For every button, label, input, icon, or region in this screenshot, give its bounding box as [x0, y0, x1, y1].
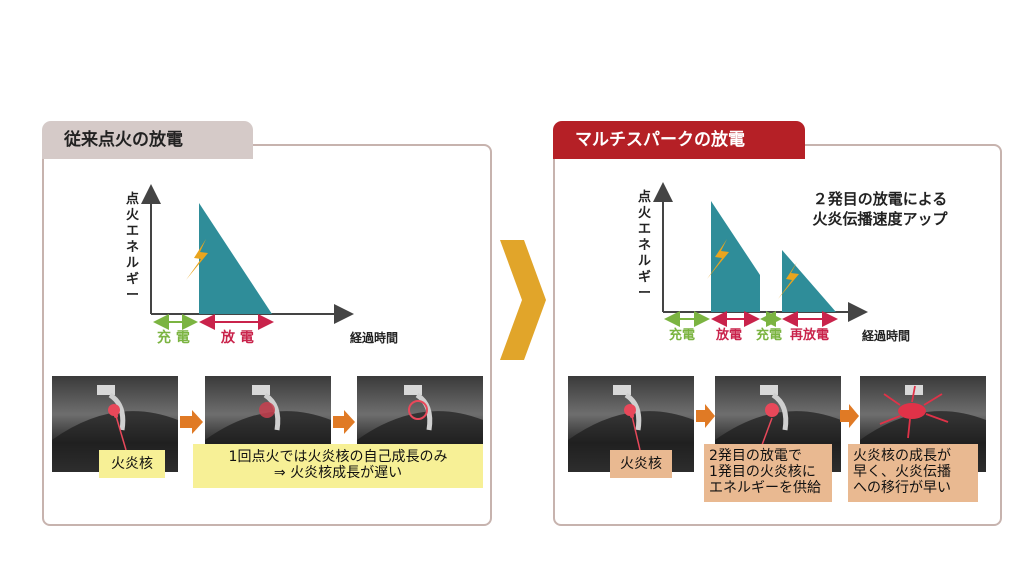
- left-panel-title: 従来点火の放電: [42, 121, 253, 159]
- right-end-caption-line3: への移行が早い: [853, 480, 951, 496]
- right-end-caption-line1: 火炎核の成長が: [853, 448, 951, 464]
- right-flame-core-pointer: [631, 415, 641, 451]
- right-mid-caption-line3: エネルギーを供給: [709, 480, 821, 496]
- big-transition-arrow: [500, 240, 546, 360]
- right-charge-label-1: 充電: [669, 328, 696, 343]
- right-note-line1: ２発目の放電による: [812, 190, 948, 208]
- right-discharge-triangle: [711, 201, 760, 312]
- right-flame-core-label: 火炎核: [610, 450, 672, 478]
- left-step-arrow-2: [333, 410, 355, 434]
- right-step-arrow-1: [696, 404, 715, 428]
- left-y-axis-label: 点火エネルギー: [126, 192, 140, 303]
- right-mid-caption-line2: 1発目の火炎核に: [709, 464, 816, 480]
- left-caption: 1回点火では火炎核の自己成長のみ ⇒ 火炎核成長が遅い: [193, 444, 483, 488]
- right-end-caption: 火炎核の成長が 早く、火炎伝播 への移行が早い: [848, 444, 978, 502]
- right-note-line2: 火炎伝播速度アップ: [812, 210, 948, 228]
- left-step-arrow-1: [180, 410, 203, 434]
- right-x-axis-label: 経過時間: [862, 329, 911, 343]
- left-energy-chart: [141, 184, 354, 330]
- left-discharge-triangle: [199, 203, 272, 314]
- left-discharge-label: 放 電: [221, 330, 254, 346]
- left-x-axis-label: 経過時間: [350, 331, 399, 345]
- left-flame-core-pointer: [115, 415, 127, 451]
- right-y-axis-label: 点火エネルギー: [638, 190, 652, 301]
- right-end-caption-line2: 早く、火炎伝播: [853, 464, 951, 480]
- right-charge-label-2: 充電: [756, 328, 783, 343]
- right-mid-caption-line1: 2発目の放電で: [709, 448, 802, 464]
- right-step-arrow-2: [840, 404, 859, 428]
- left-caption-line2: ⇒ 火炎核成長が遅い: [273, 465, 403, 481]
- right-mid-pointer: [761, 417, 773, 446]
- right-note: ２発目の放電による 火炎伝播速度アップ: [780, 189, 980, 229]
- right-redischarge-label: 再放電: [790, 328, 830, 343]
- right-redischarge-triangle: [782, 250, 836, 312]
- right-panel-title: マルチスパークの放電: [553, 121, 805, 159]
- right-energy-chart: [653, 182, 868, 327]
- left-flame-core-label: 火炎核: [99, 450, 165, 478]
- left-charge-label: 充 電: [157, 330, 190, 346]
- right-mid-caption: 2発目の放電で 1発目の火炎核に エネルギーを供給: [704, 444, 832, 502]
- left-caption-line1: 1回点火では火炎核の自己成長のみ: [228, 449, 448, 465]
- right-discharge-label-1: 放電: [716, 328, 743, 343]
